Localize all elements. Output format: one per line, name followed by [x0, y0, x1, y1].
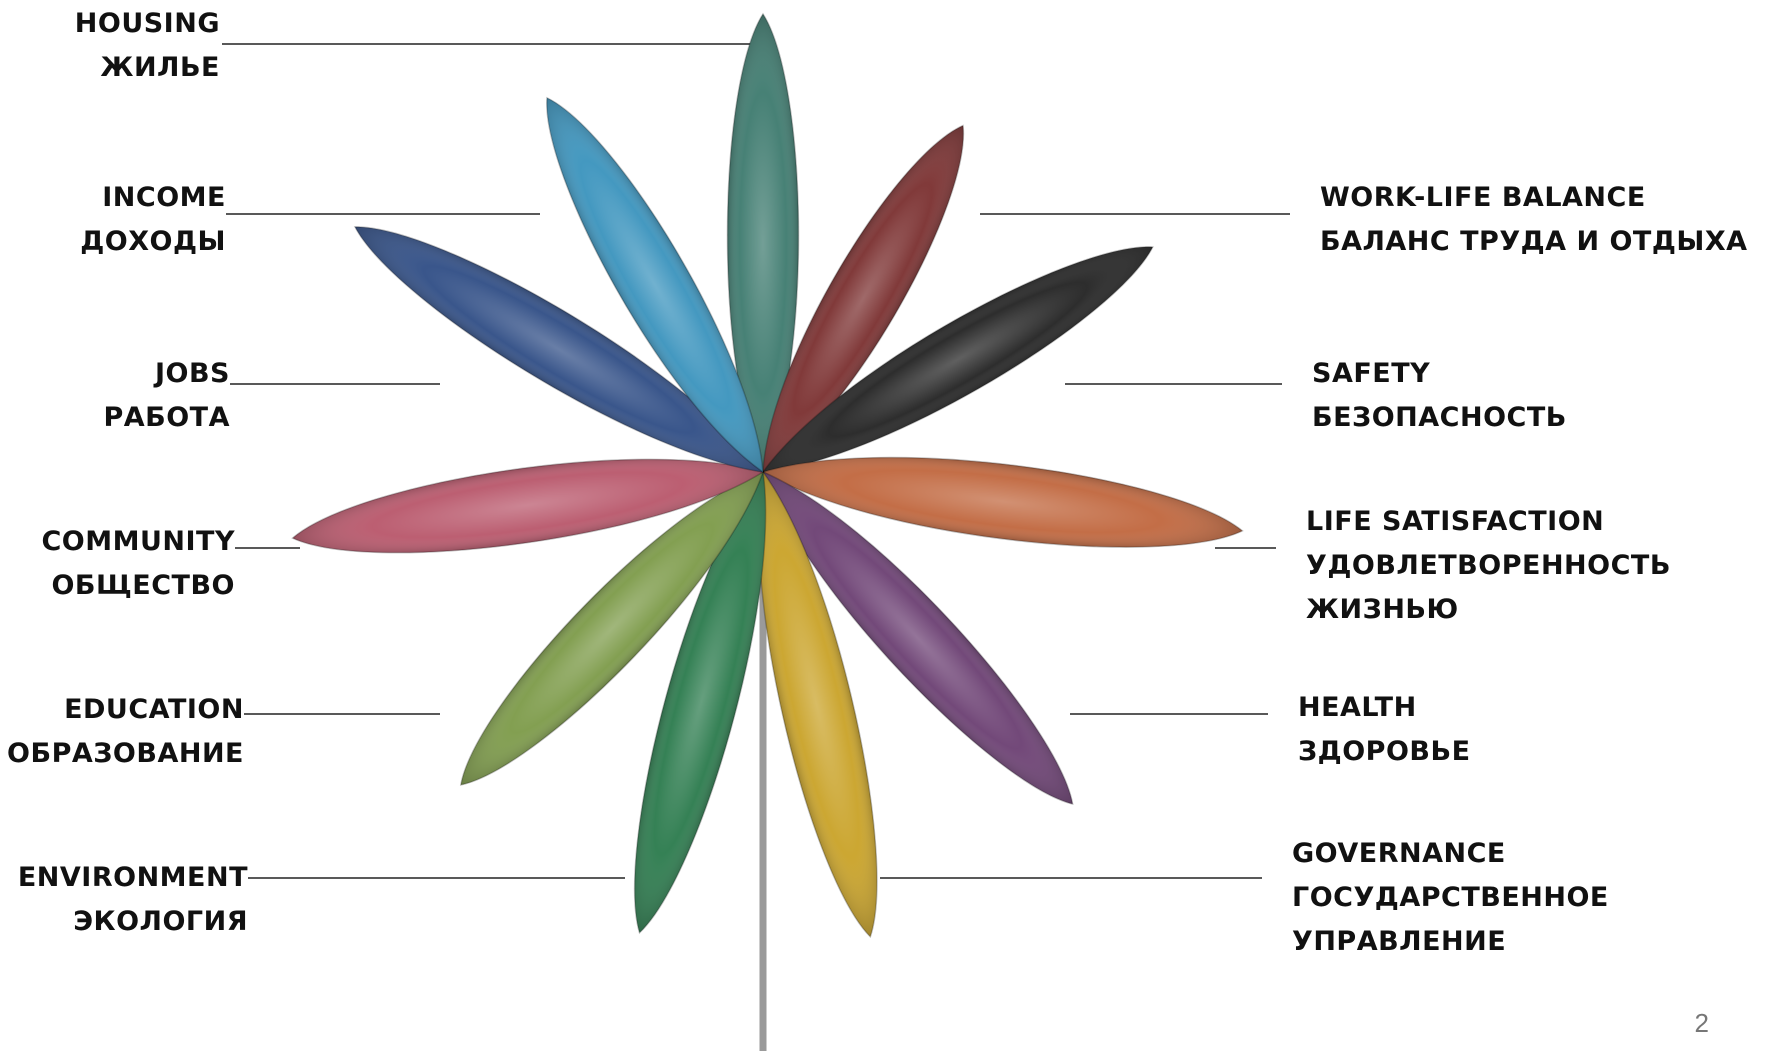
petal-housing [726, 12, 800, 474]
label-health-en: HEALTH [1298, 692, 1417, 723]
label-life-satisfaction-en: LIFE SATISFACTION [1306, 506, 1605, 537]
label-education-ru: ОБРАЗОВАНИЕ [7, 738, 244, 769]
label-life-satisfaction: LIFE SATISFACTION УДОВЛЕТВОРЕННОСТЬ ЖИЗН… [1306, 500, 1671, 632]
label-safety-en: SAFETY [1312, 358, 1431, 389]
label-jobs-en: JOBS [154, 358, 230, 389]
label-work-life-balance-en: WORK-LIFE BALANCE [1320, 182, 1646, 213]
label-income: INCOME ДОХОДЫ [30, 176, 226, 264]
petal-environment [633, 470, 767, 935]
label-governance-ru2: УПРАВЛЕНИЕ [1292, 926, 1507, 957]
label-education: EDUCATION ОБРАЗОВАНИЕ [6, 688, 244, 776]
petal-governance [757, 470, 878, 939]
petal-work-life-balance [762, 124, 965, 474]
label-housing-ru: ЖИЛЬЕ [100, 52, 220, 83]
petal-income [546, 96, 764, 474]
label-education-en: EDUCATION [64, 694, 244, 725]
label-governance-ru1: ГОСУДАРСТВЕННОЕ [1292, 882, 1609, 913]
label-jobs: JOBS РАБОТА [30, 352, 230, 440]
label-environment-ru: ЭКОЛОГИЯ [73, 906, 248, 937]
label-governance-en: GOVERNANCE [1292, 838, 1506, 869]
petal-safety [761, 246, 1154, 473]
label-health: HEALTH ЗДОРОВЬЕ [1298, 686, 1471, 774]
label-jobs-ru: РАБОТА [103, 402, 230, 433]
label-housing-en: HOUSING [74, 8, 220, 39]
label-safety: SAFETY БЕЗОПАСНОСТЬ [1312, 352, 1567, 440]
label-governance: GOVERNANCE ГОСУДАРСТВЕННОЕ УПРАВЛЕНИЕ [1292, 832, 1609, 964]
label-safety-ru: БЕЗОПАСНОСТЬ [1312, 402, 1567, 433]
petal-health [761, 470, 1074, 806]
label-community-en: COMMUNITY [41, 526, 235, 557]
label-community-ru: ОБЩЕСТВО [51, 570, 235, 601]
label-community: COMMUNITY ОБЩЕСТВО [20, 520, 235, 608]
label-income-en: INCOME [102, 182, 226, 213]
label-income-ru: ДОХОДЫ [80, 226, 226, 257]
label-environment-en: ENVIRONMENT [17, 862, 248, 893]
petal-jobs [353, 226, 765, 473]
label-health-ru: ЗДОРОВЬЕ [1298, 736, 1471, 767]
label-life-satisfaction-ru1: УДОВЛЕТВОРЕННОСТЬ [1306, 550, 1671, 581]
label-work-life-balance-ru: БАЛАНС ТРУДА И ОТДЫХА [1320, 226, 1748, 257]
petal-life-satisfaction [761, 456, 1244, 548]
petal-community [291, 458, 765, 554]
page-number: 2 [1694, 1008, 1709, 1038]
label-housing: HOUSING ЖИЛЬЕ [40, 2, 220, 90]
label-work-life-balance: WORK-LIFE BALANCE БАЛАНС ТРУДА И ОТДЫХА [1320, 176, 1748, 264]
label-life-satisfaction-ru2: ЖИЗНЬЮ [1306, 594, 1459, 625]
label-environment: ENVIRONMENT ЭКОЛОГИЯ [6, 856, 248, 944]
petal-education [459, 470, 765, 786]
